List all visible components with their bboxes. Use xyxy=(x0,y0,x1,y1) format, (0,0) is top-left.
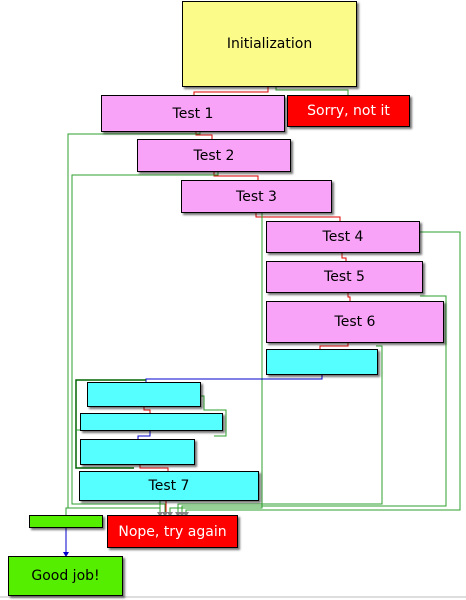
initialization-block: Initialization xyxy=(182,1,357,87)
test4-label: Test 4 xyxy=(322,229,364,245)
test2-label: Test 2 xyxy=(193,147,235,164)
test6-block: Test 6 xyxy=(266,301,444,343)
plain-block-3 xyxy=(80,413,223,431)
sorry-label: Sorry, not it xyxy=(307,103,390,119)
edge-test7-pass xyxy=(65,501,161,516)
edge-block4-test7 xyxy=(139,464,169,472)
test4-block: Test 4 xyxy=(266,221,420,253)
edge-block3-block4 xyxy=(137,430,151,440)
edge-init-sorry xyxy=(275,86,349,96)
sorry-block: Sorry, not it xyxy=(287,95,410,127)
edge-test4-test5 xyxy=(341,252,347,262)
edge-test3-fail xyxy=(169,212,263,514)
edge-test6-fail xyxy=(177,345,383,514)
edge-test2-fail xyxy=(71,171,219,514)
test1-block: Test 1 xyxy=(101,95,285,132)
edge-block2-side xyxy=(200,395,227,437)
plain-block-2 xyxy=(87,382,201,407)
edge-init-test1 xyxy=(193,86,269,96)
edge-block1-block2 xyxy=(145,374,323,382)
test5-block: Test 5 xyxy=(266,261,423,293)
edge-test1-fail xyxy=(67,131,201,514)
edge-test6-block1 xyxy=(319,342,349,350)
pass-block xyxy=(29,515,103,528)
merge-arrowheads xyxy=(157,512,189,517)
edge-test1-test2 xyxy=(195,131,213,140)
good-job-label: Good job! xyxy=(31,568,100,584)
plain-block-4 xyxy=(80,439,195,465)
test7-block: Test 7 xyxy=(79,471,259,501)
test1-label: Test 1 xyxy=(172,105,214,122)
edge-test3-test4 xyxy=(255,212,341,222)
test3-block: Test 3 xyxy=(181,180,332,213)
edge-test5-test6 xyxy=(347,292,351,302)
test5-label: Test 5 xyxy=(324,269,365,285)
initialization-label: Initialization xyxy=(226,36,313,52)
edge-test5-fail xyxy=(181,295,447,514)
test7-label: Test 7 xyxy=(148,478,190,494)
test6-label: Test 6 xyxy=(334,314,376,330)
test3-label: Test 3 xyxy=(236,188,277,205)
nope-label: Nope, try again xyxy=(118,523,227,540)
edge-loop-back xyxy=(75,379,146,469)
edge-test2-test3 xyxy=(213,171,259,181)
nope-block: Nope, try again xyxy=(107,515,238,548)
test2-block: Test 2 xyxy=(137,139,291,172)
good-job-block: Good job! xyxy=(8,556,123,596)
edge-test4-fail xyxy=(185,231,461,514)
plain-block-1 xyxy=(266,349,378,375)
edge-block2-block3 xyxy=(143,406,151,414)
